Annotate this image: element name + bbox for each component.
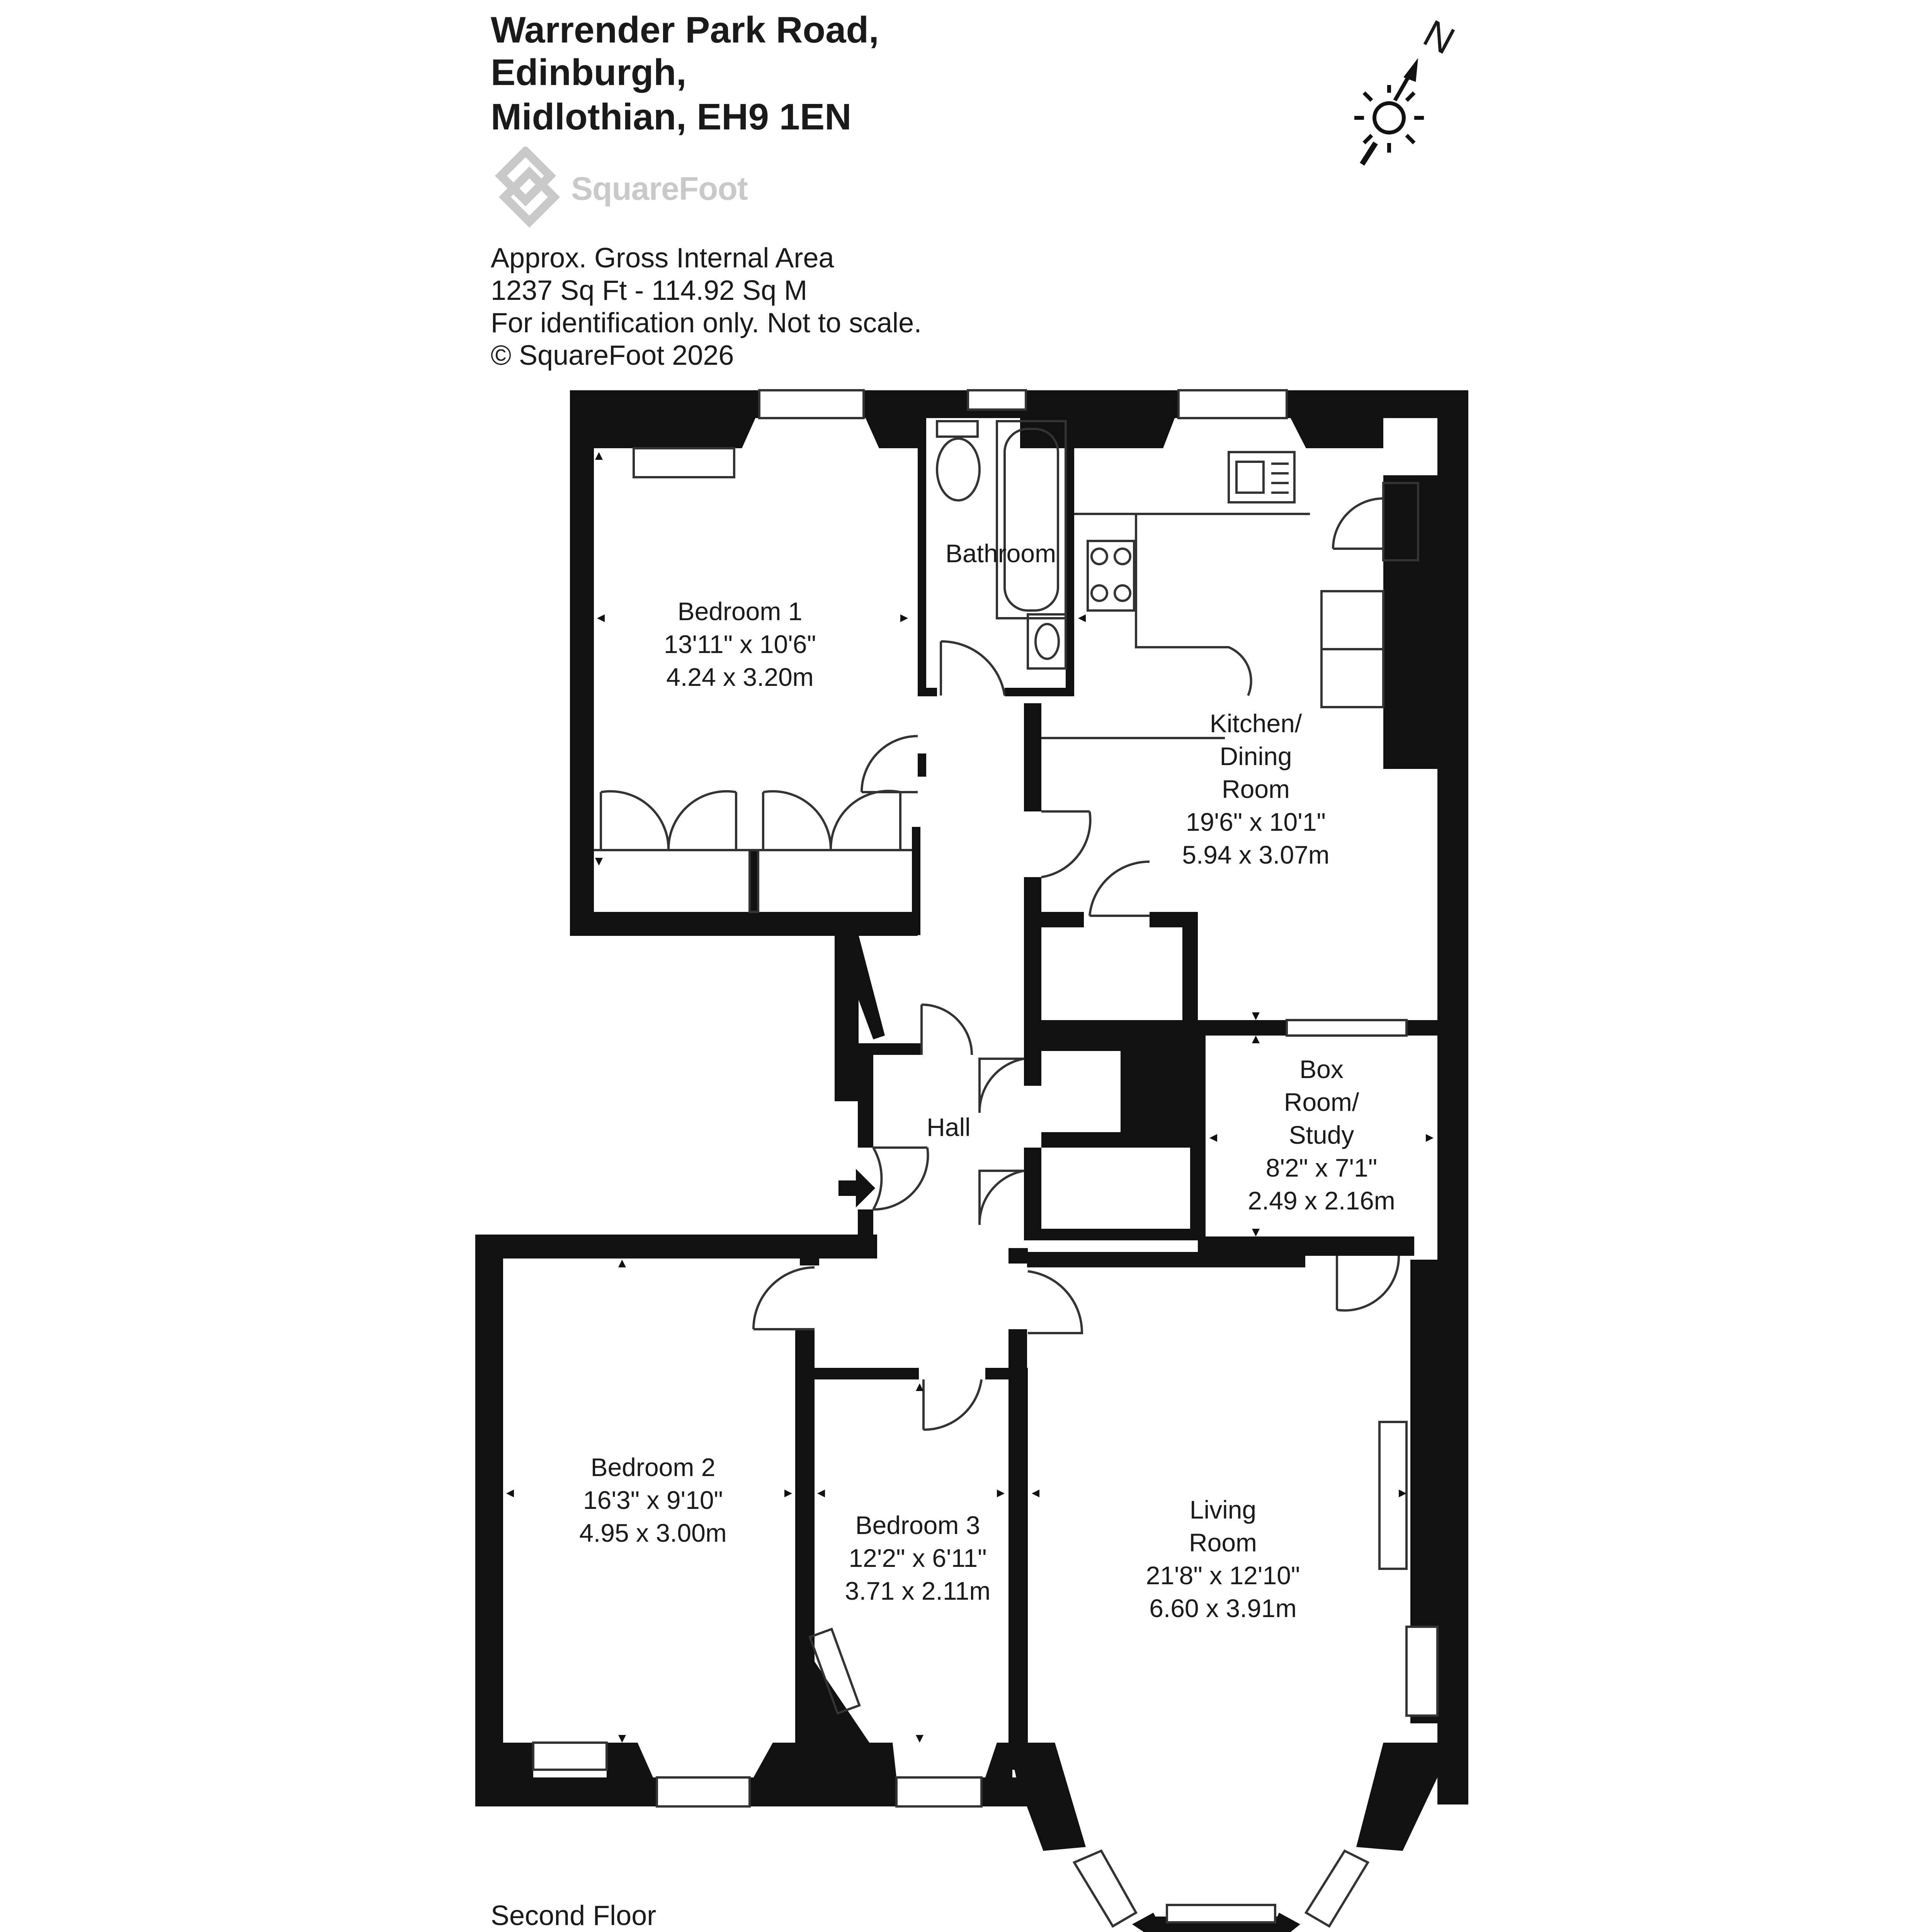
window-living-right: [1304, 1849, 1370, 1928]
toilet-icon: [936, 420, 981, 502]
room-imperial: 8'2" x 7'1": [1266, 1153, 1378, 1182]
compass: N: [1354, 12, 1462, 166]
room-imperial: 12'2" x 6'11": [849, 1544, 986, 1572]
area-value: 1237 Sq Ft - 114.92 Sq M: [491, 275, 808, 306]
entrance-arrow-icon: [838, 1169, 875, 1208]
room-name-3: Study: [1289, 1121, 1354, 1149]
room-name-2: Dining: [1219, 742, 1292, 770]
north-arrow-icon: [1393, 58, 1418, 102]
room-metric: 3.71 x 2.11m: [845, 1577, 991, 1605]
room-metric: 4.24 x 3.20m: [666, 663, 814, 691]
room-metric: 5.94 x 3.07m: [1182, 840, 1330, 869]
window-bedroom3: [895, 1776, 983, 1808]
north-label: N: [1417, 12, 1461, 63]
address-line-2: Edinburgh,: [491, 52, 687, 93]
room-bedroom1: Bedroom 1 13'11" x 10'6" 4.24 x 3.20m: [664, 597, 816, 691]
room-name: Bedroom 2: [591, 1453, 716, 1481]
room-name: Hall: [927, 1113, 971, 1141]
window-kitchen: [1177, 389, 1288, 419]
walls: [475, 390, 1468, 1932]
fixtures: [532, 420, 1439, 1771]
room-living: Living Room 21'8" x 12'10" 6.60 x 3.91m: [1146, 1495, 1300, 1622]
floor-label: Second Floor: [491, 1900, 656, 1931]
radiator-bedroom1: [633, 447, 735, 478]
room-hall: Hall: [927, 1113, 971, 1141]
brand-name: SquareFoot: [571, 170, 748, 207]
room-imperial: 16'3" x 9'10": [583, 1486, 723, 1514]
room-bathroom: Bathroom: [946, 539, 1056, 568]
address-line-3: Midlothian, EH9 1EN: [491, 96, 852, 138]
room-name: Bedroom 1: [678, 597, 803, 626]
room-name-2: Room/: [1284, 1088, 1359, 1116]
room-name: Bedroom 3: [855, 1511, 980, 1539]
disclaimer: For identification only. Not to scale.: [491, 308, 922, 338]
room-name-3: Room: [1222, 775, 1290, 803]
room-metric: 6.60 x 3.91m: [1149, 1594, 1297, 1622]
room-name-2: Room: [1189, 1528, 1257, 1557]
window-box-room: [1286, 1019, 1408, 1037]
hob-icon: [1087, 540, 1135, 612]
measurement-ticks: [506, 452, 1434, 1743]
room-bedroom3: Bedroom 3 12'2" x 6'11" 3.71 x 2.11m: [845, 1511, 991, 1605]
room-imperial: 21'8" x 12'10": [1146, 1561, 1300, 1590]
room-kitchen: Kitchen/ Dining Room 19'6" x 10'1" 5.94 …: [1182, 709, 1330, 869]
window-bathroom: [967, 389, 1027, 411]
room-metric: 2.49 x 2.16m: [1248, 1186, 1395, 1215]
room-imperial: 19'6" x 10'1": [1186, 808, 1326, 836]
windows: [656, 389, 1408, 1928]
squarefoot-logo-icon: [495, 147, 560, 228]
room-bedroom2: Bedroom 2 16'3" x 9'10" 4.95 x 3.00m: [579, 1453, 727, 1547]
room-name: Bathroom: [946, 539, 1056, 568]
room-name-1: Kitchen/: [1210, 709, 1302, 738]
window-bedroom2: [656, 1776, 751, 1808]
room-name-1: Living: [1190, 1495, 1256, 1524]
sun-icon: [1354, 85, 1424, 166]
room-metric: 4.95 x 3.00m: [579, 1519, 727, 1547]
bath-icon: [996, 420, 1067, 619]
window-living-left: [1072, 1849, 1138, 1928]
window-living-center: [1166, 1904, 1276, 1923]
room-box-room: Box Room/ Study 8'2" x 7'1" 2.49 x 2.16m: [1248, 1055, 1395, 1215]
sink-icon: [1027, 613, 1067, 670]
kitchen-sink-icon: [1228, 451, 1296, 503]
window-bedroom1: [758, 389, 865, 419]
copyright: © SquareFoot 2026: [491, 340, 734, 371]
area-caption: Approx. Gross Internal Area: [491, 243, 834, 274]
address-line-1: Warrender Park Road,: [491, 9, 879, 51]
room-imperial: 13'11" x 10'6": [664, 630, 816, 658]
room-name-1: Box: [1299, 1055, 1344, 1083]
